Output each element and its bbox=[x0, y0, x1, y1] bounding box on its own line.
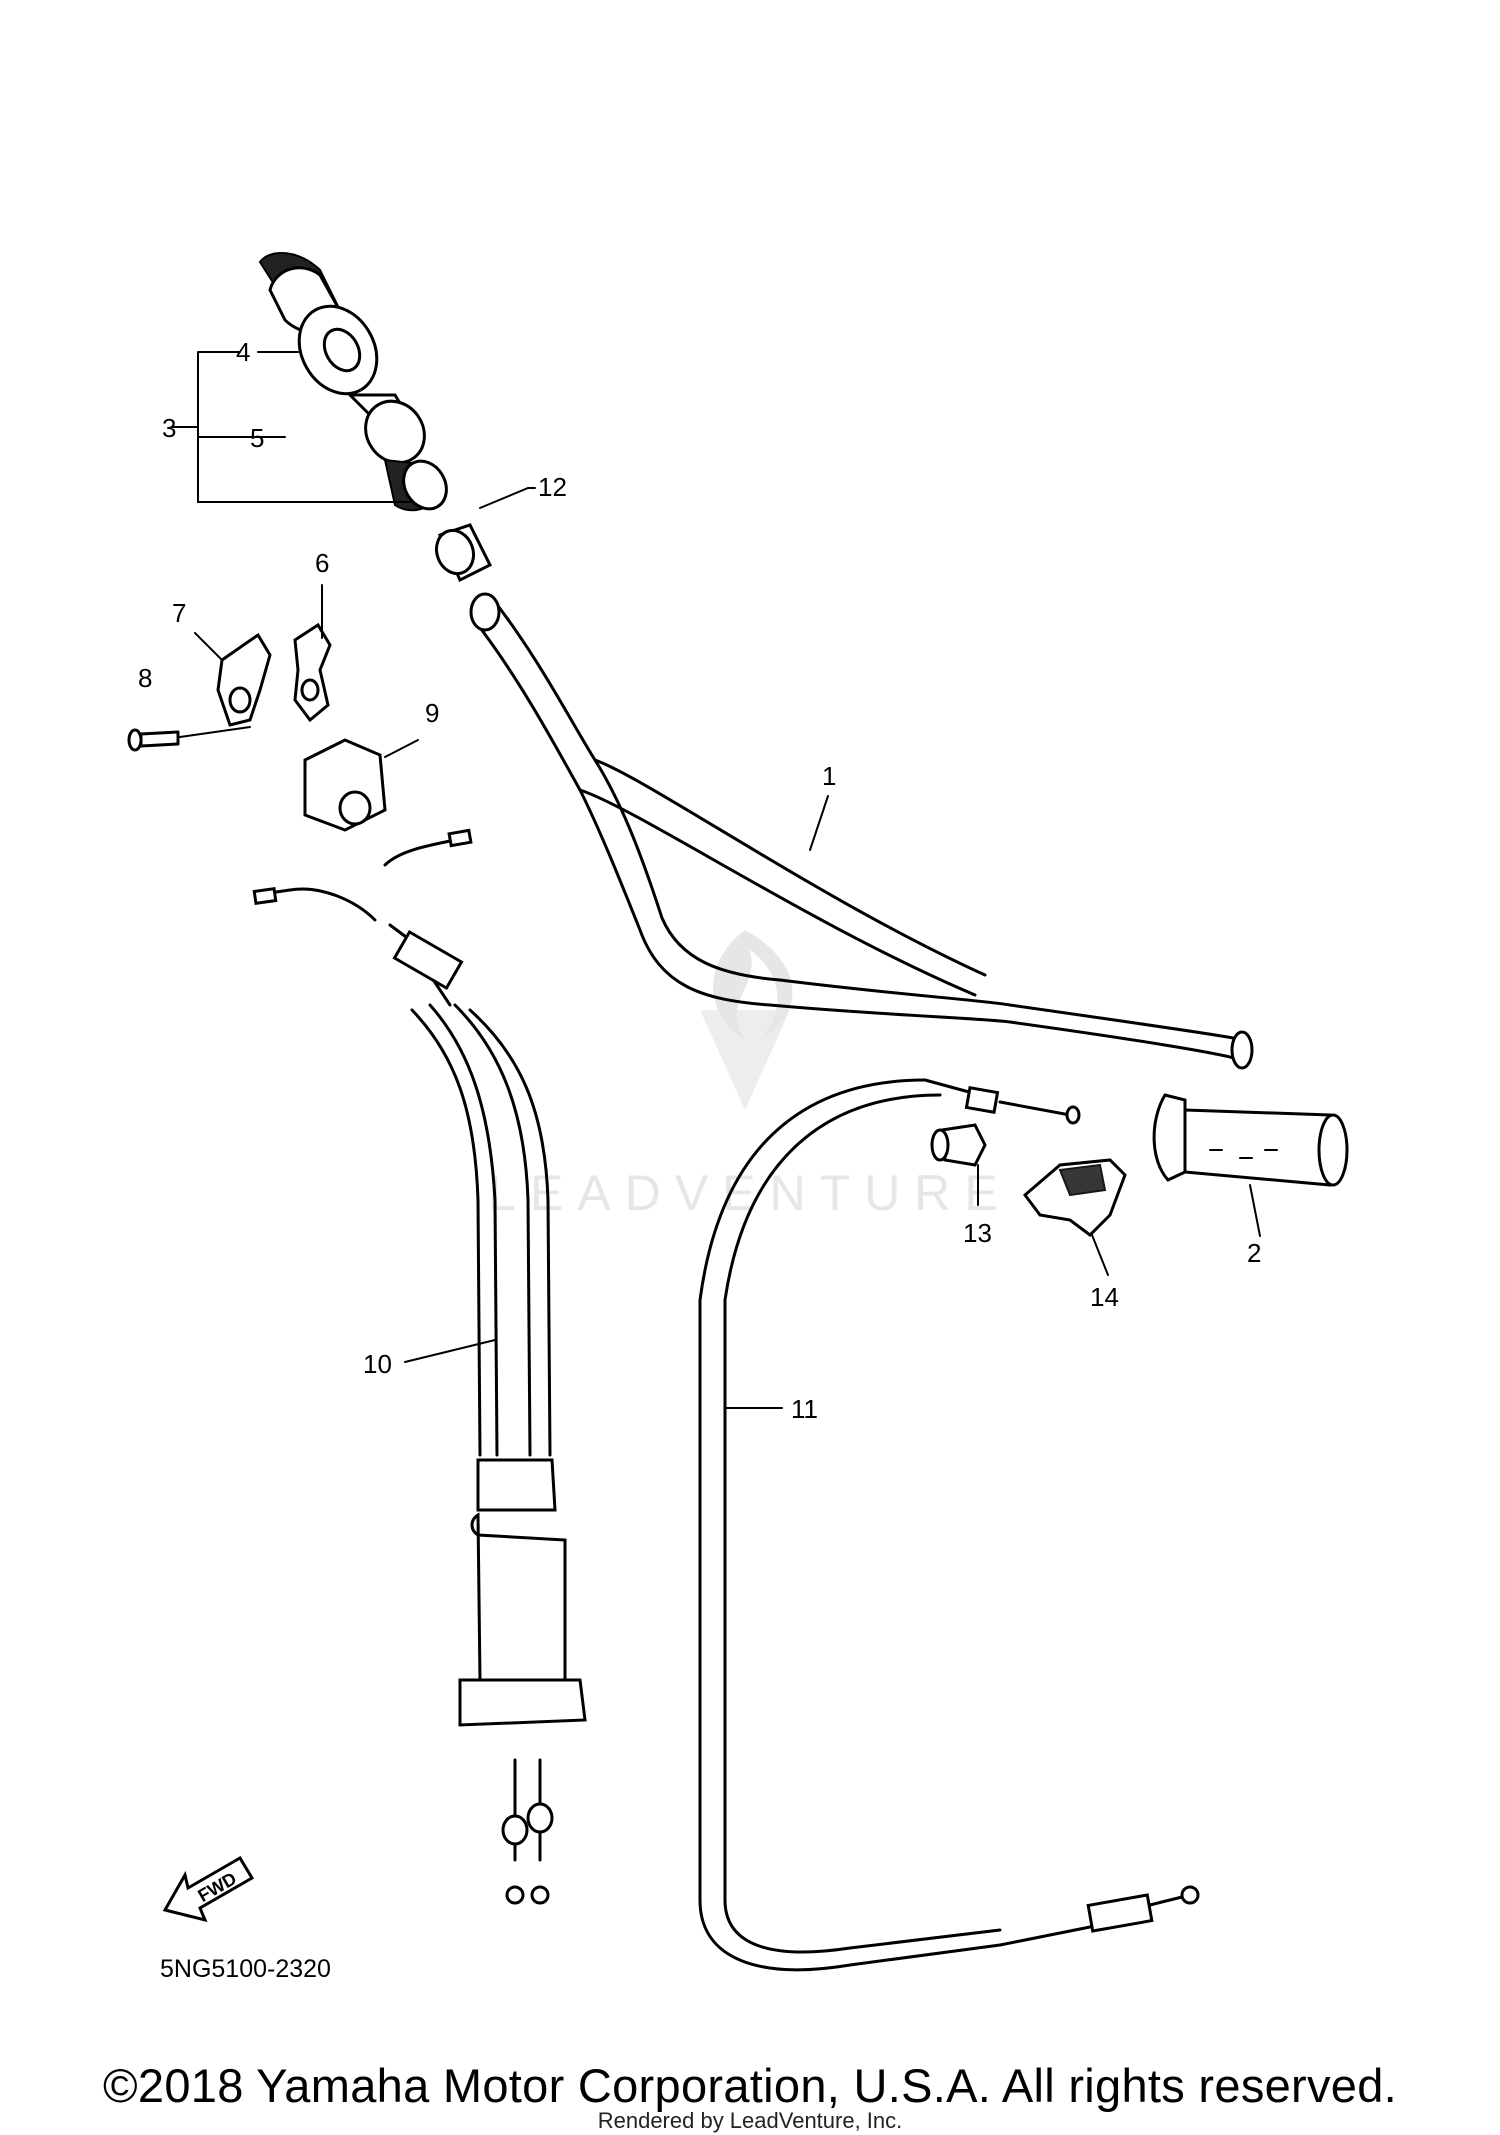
leader-lines bbox=[171, 351, 1261, 1409]
rendered-by-note: Rendered by LeadVenture, Inc. bbox=[597, 2108, 903, 2133]
leadventure-watermark: LEADVENTURE bbox=[488, 930, 1012, 1221]
adjuster-part-13 bbox=[930, 1123, 987, 1167]
callout-12: 12 bbox=[538, 472, 567, 502]
lever-holder-part-14 bbox=[1022, 1158, 1127, 1237]
switch-housing-6 bbox=[293, 622, 332, 723]
callout-8: 8 bbox=[138, 663, 152, 693]
grip-right bbox=[1152, 1093, 1349, 1187]
callout-10: 10 bbox=[363, 1349, 392, 1379]
housing-part-9 bbox=[303, 738, 387, 832]
clutch-cable bbox=[698, 1078, 1200, 1972]
throttle-cable bbox=[252, 828, 587, 1905]
throttle-grip-assembly bbox=[258, 251, 448, 512]
copyright-notice: ©2018 Yamaha Motor Corporation, U.S.A. A… bbox=[102, 2059, 1398, 2112]
callout-14: 14 bbox=[1090, 1282, 1119, 1312]
callout-4: 4 bbox=[236, 337, 250, 367]
callout-6: 6 bbox=[315, 548, 329, 578]
callout-13: 13 bbox=[963, 1218, 992, 1248]
callout-11: 11 bbox=[791, 1394, 818, 1424]
callout-1: 1 bbox=[822, 761, 836, 791]
callout-9: 9 bbox=[425, 698, 439, 728]
handlebar bbox=[469, 592, 1254, 1070]
screw-part-8 bbox=[127, 726, 251, 752]
callout-5: 5 bbox=[250, 423, 264, 453]
collar-part-12 bbox=[434, 523, 493, 583]
watermark-text: LEADVENTURE bbox=[488, 1165, 1012, 1221]
callout-2: 2 bbox=[1247, 1238, 1261, 1268]
drawing-code: 5NG5100-2320 bbox=[160, 1955, 331, 1983]
callout-labels: 1 2 3 4 5 6 7 8 9 10 11 12 13 14 bbox=[138, 337, 1261, 1424]
fwd-arrow-icon: FWD bbox=[162, 1855, 255, 1923]
switch-housing-7 bbox=[216, 632, 272, 727]
callout-3: 3 bbox=[162, 413, 176, 443]
callout-7: 7 bbox=[172, 598, 186, 628]
